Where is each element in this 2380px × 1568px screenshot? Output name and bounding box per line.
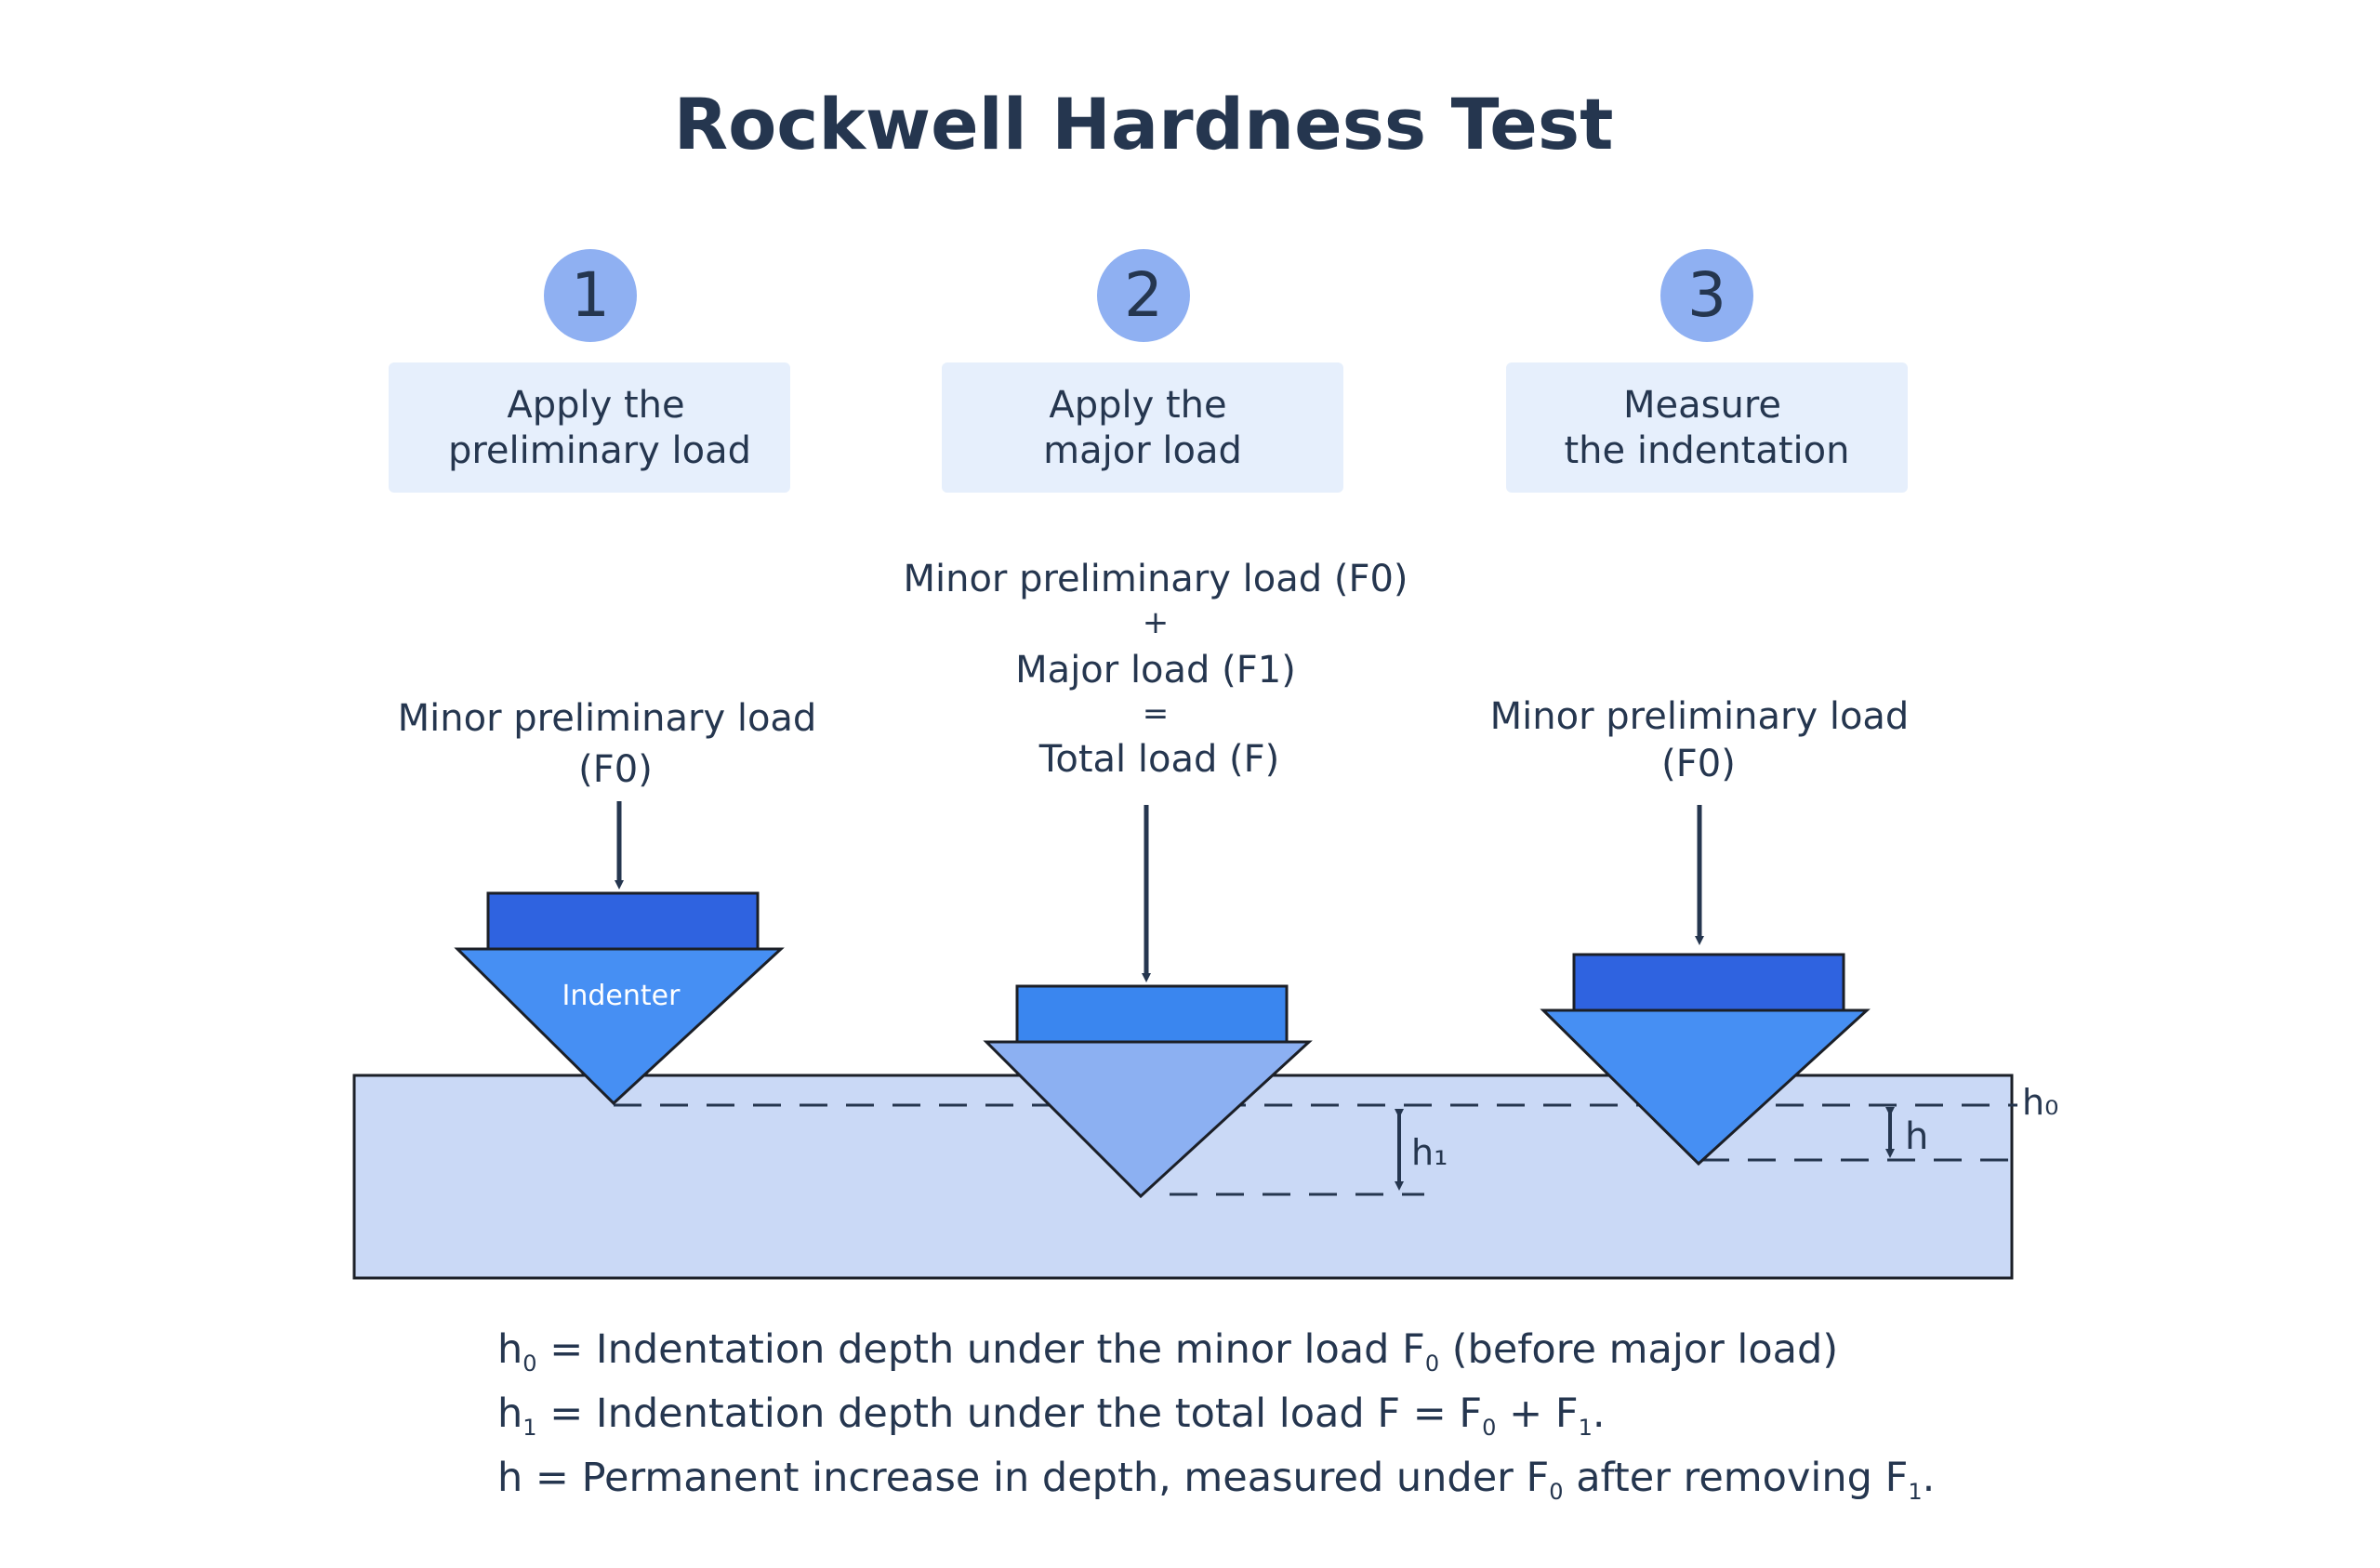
load-label-step3: Minor preliminary load (F0)	[1490, 695, 1910, 785]
legend-subscript: 1	[1908, 1479, 1923, 1505]
step-number-circle	[1097, 249, 1190, 342]
legend-text: (before major load)	[1439, 1326, 1839, 1373]
step-label-line2: preliminary load	[448, 429, 751, 472]
load-label-line: (F0)	[578, 748, 653, 791]
legend-subscript: 0	[1482, 1415, 1497, 1441]
step-number: 3	[1687, 259, 1726, 331]
legend-subscript: 1	[1578, 1415, 1593, 1441]
load-label-step1: Minor preliminary load (F0)	[398, 697, 817, 791]
step-box	[389, 362, 790, 493]
indenter-step1: Indenter	[454, 891, 785, 1106]
legend-text: = Indentation depth under the total load…	[536, 1390, 1483, 1437]
load-label-line: Total load (F)	[1038, 738, 1280, 781]
indenter-label: Indenter	[562, 980, 681, 1012]
step-label-line1: Apply the	[507, 384, 684, 427]
legend-text: after removing F	[1563, 1455, 1909, 1501]
h1-label: h₁	[1411, 1132, 1448, 1173]
legend-line-h0: h0 = Indentation depth under the minor l…	[497, 1318, 1935, 1382]
load-label-line: Minor preliminary load	[1490, 695, 1910, 738]
step-box	[1506, 362, 1908, 493]
indenter-cap	[1015, 984, 1289, 1044]
legend-subscript: 0	[1549, 1479, 1564, 1505]
legend-line-h1: h1 = Indentation depth under the total l…	[497, 1382, 1935, 1446]
step-label-line2: the indentation	[1565, 429, 1850, 472]
legend-symbol: h	[497, 1326, 523, 1373]
legend-subscript: 1	[522, 1415, 537, 1441]
h-label: h	[1905, 1115, 1928, 1158]
step-number: 1	[571, 259, 610, 331]
legend-text: .	[1922, 1455, 1936, 1501]
depth-reference-lines	[614, 1103, 2017, 1196]
load-label-step2: Minor preliminary load (F0) + Major load…	[903, 558, 1408, 781]
legend-subscript: 0	[522, 1351, 537, 1377]
h0-label: h₀	[2022, 1082, 2058, 1123]
indenter-step2	[983, 984, 1313, 1199]
load-label-line: +	[1143, 604, 1170, 641]
legend-symbol: h	[497, 1455, 523, 1501]
page-title: Rockwell Hardness Test	[674, 83, 1614, 165]
step-number: 2	[1124, 259, 1163, 331]
step-label-line1: Apply the	[1049, 384, 1226, 427]
indenter-cap	[1572, 953, 1845, 1012]
load-label-line: Major load (F1)	[1015, 649, 1296, 692]
indenter-step3	[1540, 953, 1871, 1166]
indenter-cap	[486, 891, 760, 951]
load-label-line: Minor preliminary load (F0)	[903, 558, 1408, 600]
legend-line-h: h = Permanent increase in depth, measure…	[497, 1446, 1935, 1510]
step-label-line2: major load	[1043, 429, 1242, 472]
legend-text: .	[1592, 1390, 1606, 1437]
load-label-line: =	[1143, 695, 1170, 732]
legend-subscript: 0	[1424, 1351, 1440, 1377]
load-label-line: (F0)	[1661, 743, 1736, 785]
load-label-line: Minor preliminary load	[398, 697, 817, 740]
step-number-circle	[1660, 249, 1753, 342]
step-box	[942, 362, 1343, 493]
legend-symbol: h	[497, 1390, 523, 1437]
legend-text: = Indentation depth under the minor load…	[536, 1326, 1425, 1373]
step-3: 3 Measure the indentation	[1506, 249, 1908, 493]
step-1: 1 Apply the preliminary load	[389, 249, 790, 493]
step-2: 2 Apply the major load	[942, 249, 1343, 493]
legend-text: + F	[1496, 1390, 1579, 1437]
step-number-circle	[544, 249, 637, 342]
step-label-line1: Measure	[1623, 384, 1781, 427]
legend: h0 = Indentation depth under the minor l…	[497, 1318, 1935, 1510]
legend-text: = Permanent increase in depth, measured …	[522, 1455, 1550, 1501]
